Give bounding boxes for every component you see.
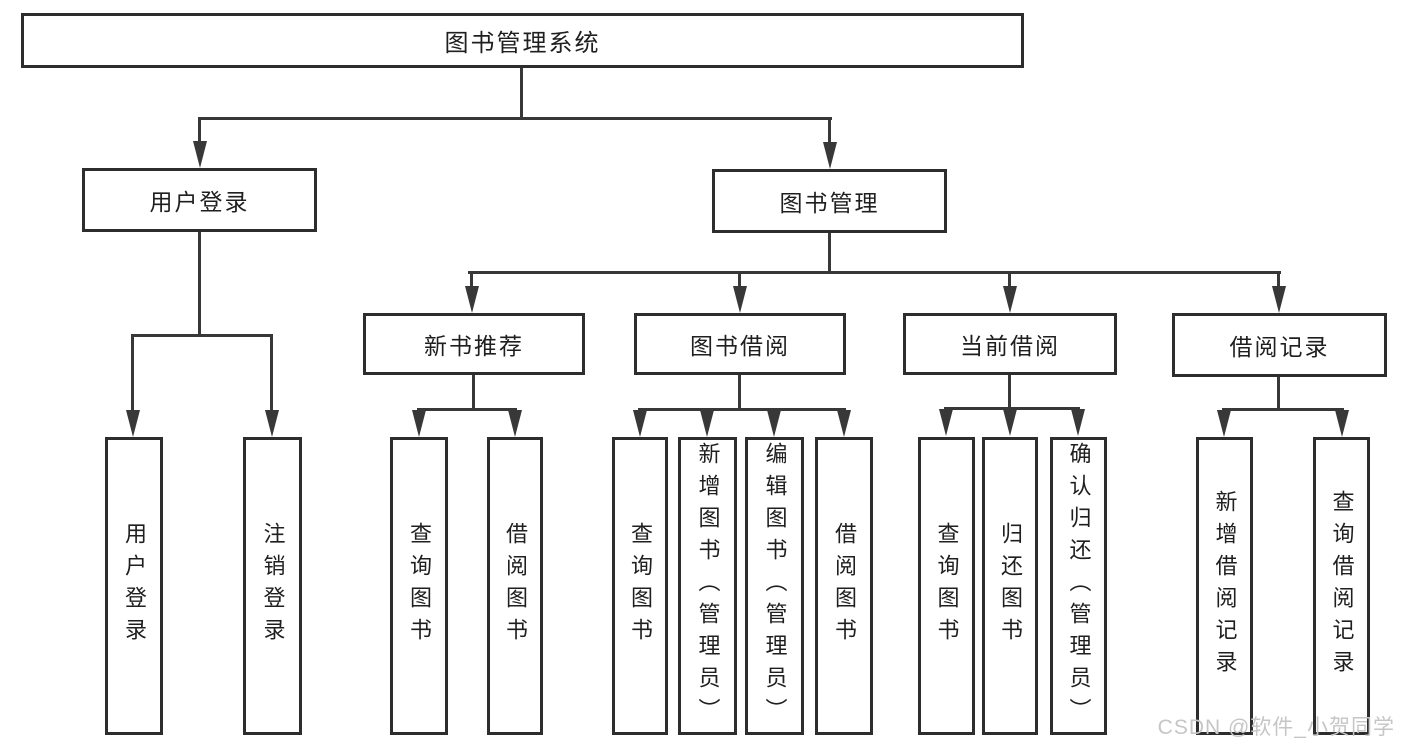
leaf-label: 新增借阅记录 xyxy=(1212,490,1238,682)
connector-line xyxy=(198,119,201,143)
connector-line xyxy=(131,334,273,337)
node-user-login: 用户登录 xyxy=(82,168,317,232)
node-book-management: 图书管理 xyxy=(712,169,947,233)
leaf-label: 查询图书 xyxy=(407,522,432,650)
arrow-down-icon xyxy=(193,141,207,168)
arrow-down-icon xyxy=(767,410,781,437)
node-label: 用户登录 xyxy=(149,189,250,215)
connector-line xyxy=(131,336,134,412)
leaf-label: 编辑图书（管理员） xyxy=(762,442,788,730)
leaf-label: 注销登录 xyxy=(260,522,286,650)
leaf-return-books: 归还图书 xyxy=(982,437,1038,735)
connector-line xyxy=(638,408,846,411)
connector-line xyxy=(270,336,273,412)
arrow-down-icon xyxy=(1335,410,1349,437)
leaf-label: 确认归还（管理员） xyxy=(1066,442,1092,730)
leaf-label: 新增图书（管理员） xyxy=(695,442,721,730)
node-current-borrowing: 当前借阅 xyxy=(903,313,1117,375)
node-book-borrowing: 图书借阅 xyxy=(634,313,846,375)
node-label: 图书管理 xyxy=(779,190,880,216)
leaf-label: 用户登录 xyxy=(122,522,147,650)
arrow-down-icon xyxy=(823,142,837,169)
leaf-search-books-borrowing: 查询图书 xyxy=(612,437,668,735)
node-label: 新书推荐 xyxy=(424,333,524,359)
connector-line xyxy=(1277,377,1280,409)
connector-line xyxy=(1277,273,1280,289)
leaf-borrow-books-recommend: 借阅图书 xyxy=(487,437,543,735)
node-borrowing-records: 借阅记录 xyxy=(1172,313,1387,377)
arrow-down-icon xyxy=(733,286,747,313)
arrow-down-icon xyxy=(633,410,647,437)
arrow-down-icon xyxy=(126,410,140,437)
arrow-down-icon xyxy=(1217,410,1231,437)
connector-line xyxy=(1222,408,1344,411)
node-new-book-recommendation: 新书推荐 xyxy=(363,313,585,375)
leaf-user-login: 用户登录 xyxy=(105,437,163,735)
leaf-search-books-recommend: 查询图书 xyxy=(390,437,448,735)
node-label: 图书管理系统 xyxy=(444,30,601,57)
connector-line xyxy=(828,233,831,274)
connector-line xyxy=(470,273,473,289)
leaf-edit-books-admin: 编辑图书（管理员） xyxy=(745,437,804,735)
watermark-text: CSDN @软件_小贺同学 xyxy=(1157,716,1395,739)
connector-line xyxy=(738,375,741,409)
arrow-down-icon xyxy=(412,410,426,437)
leaf-label: 查询图书 xyxy=(628,522,653,650)
connector-line xyxy=(944,407,1080,410)
node-label: 当前借阅 xyxy=(960,333,1060,359)
connector-line xyxy=(417,408,517,411)
connector-line xyxy=(198,117,832,120)
arrow-down-icon xyxy=(700,410,714,437)
connector-line xyxy=(1008,273,1011,289)
leaf-label: 借阅图书 xyxy=(503,522,528,650)
arrow-down-icon xyxy=(1071,409,1085,436)
leaf-label: 查询图书 xyxy=(934,522,960,650)
connector-line xyxy=(828,119,831,143)
leaf-label: 查询借阅记录 xyxy=(1329,490,1355,682)
arrow-down-icon xyxy=(1003,286,1017,313)
leaf-search-books-current: 查询图书 xyxy=(918,437,975,735)
arrow-down-icon xyxy=(465,286,479,313)
connector-line xyxy=(468,271,1281,274)
arrow-down-icon xyxy=(837,410,851,437)
leaf-borrow-books-borrowing: 借阅图书 xyxy=(815,437,873,735)
arrow-down-icon xyxy=(1003,409,1017,436)
connector-line xyxy=(1008,375,1011,408)
node-label: 图书借阅 xyxy=(690,333,790,359)
leaf-confirm-return-admin: 确认归还（管理员） xyxy=(1050,437,1107,735)
node-library-management-system: 图书管理系统 xyxy=(21,13,1024,68)
arrow-down-icon xyxy=(1272,286,1286,313)
leaf-label: 归还图书 xyxy=(998,522,1023,650)
leaf-add-borrow-record: 新增借阅记录 xyxy=(1196,437,1253,735)
arrow-down-icon xyxy=(939,409,953,436)
leaf-label: 借阅图书 xyxy=(832,522,857,650)
arrow-down-icon xyxy=(508,410,522,437)
leaf-search-borrow-record: 查询借阅记录 xyxy=(1313,437,1370,735)
arrow-down-icon xyxy=(265,410,279,437)
connector-line xyxy=(472,375,475,409)
leaf-logout: 注销登录 xyxy=(243,437,302,735)
leaf-add-books-admin: 新增图书（管理员） xyxy=(678,437,737,735)
connector-line xyxy=(520,68,523,118)
connector-line xyxy=(198,232,201,335)
connector-line xyxy=(738,273,741,289)
node-label: 借阅记录 xyxy=(1229,334,1330,360)
